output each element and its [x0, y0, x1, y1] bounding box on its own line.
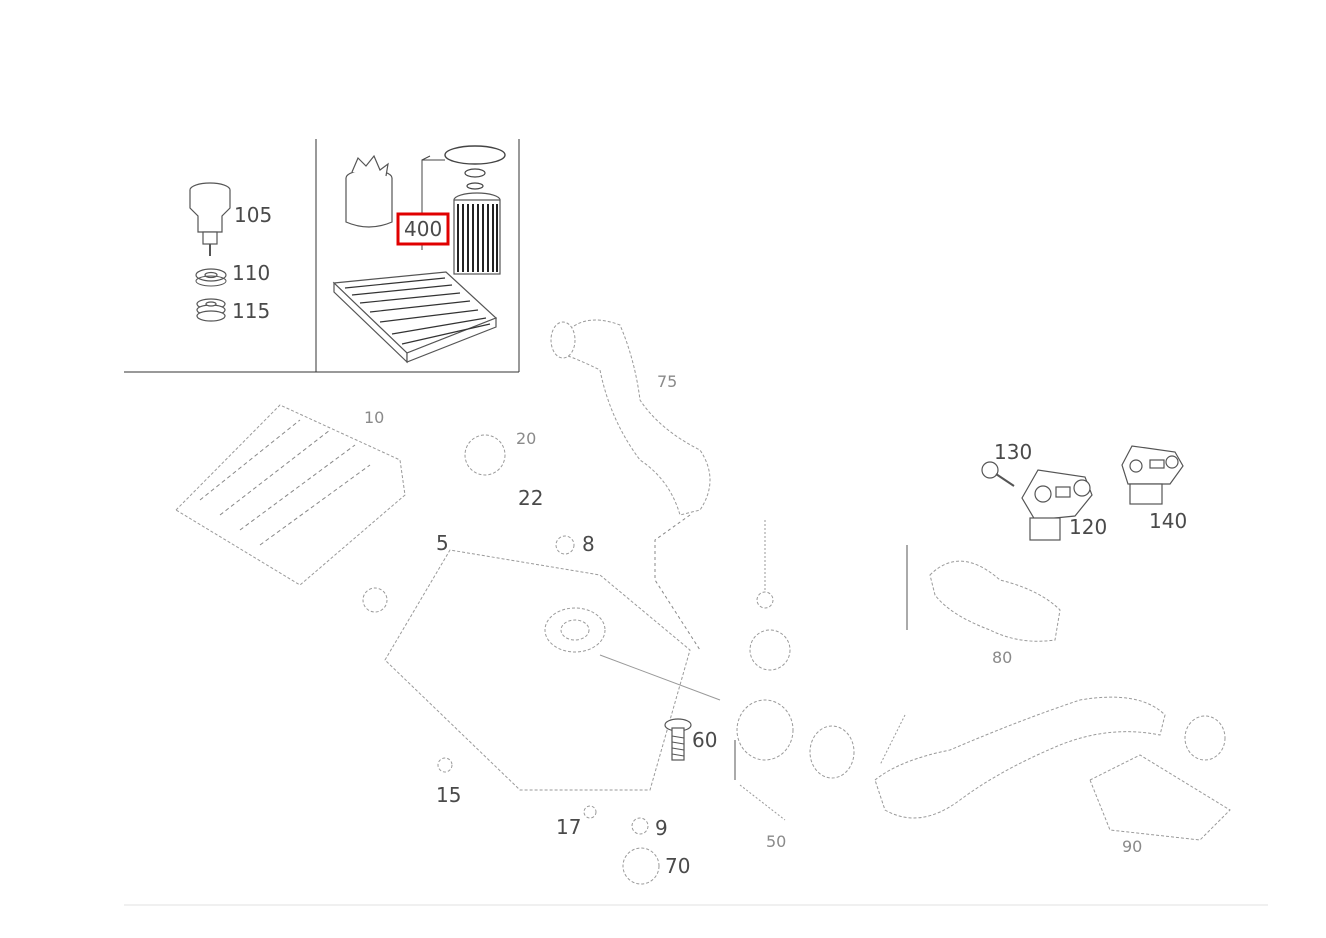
svg-text:10: 10: [364, 408, 384, 427]
callout-130[interactable]: 130: [994, 440, 1032, 464]
callout-17[interactable]: 17: [556, 815, 581, 839]
air-filter-housing-drawing: [384, 549, 721, 791]
callout-70[interactable]: 70: [665, 854, 690, 878]
svg-text:70: 70: [665, 854, 690, 878]
callout-105[interactable]: 105: [234, 203, 272, 227]
callout-20[interactable]: 20: [516, 429, 536, 448]
washer-110-drawing: [195, 268, 227, 287]
callout-8[interactable]: 8: [582, 532, 595, 556]
callout-120[interactable]: 120: [1069, 515, 1107, 539]
callout-50[interactable]: 50: [766, 832, 786, 851]
svg-text:400: 400: [404, 217, 442, 241]
svg-text:120: 120: [1069, 515, 1107, 539]
svg-text:115: 115: [232, 299, 270, 323]
callout-80[interactable]: 80: [992, 648, 1012, 667]
callout-110[interactable]: 110: [232, 261, 270, 285]
svg-text:15: 15: [436, 783, 461, 807]
svg-text:90: 90: [1122, 837, 1142, 856]
svg-text:22: 22: [518, 486, 543, 510]
air-filter-element-drawing: [332, 271, 498, 364]
svg-text:75: 75: [657, 372, 677, 391]
callout-60[interactable]: 60: [692, 728, 717, 752]
intake-manifold-drawing: [175, 404, 406, 586]
callout-10[interactable]: 10: [364, 408, 384, 427]
svg-text:130: 130: [994, 440, 1032, 464]
pressure-sensor-120-drawing: [981, 461, 1093, 541]
oil-filter-cartridge-drawing: [453, 192, 501, 275]
bolt-105-drawing: [189, 182, 231, 256]
callout-75[interactable]: 75: [657, 372, 677, 391]
svg-text:50: 50: [766, 832, 786, 851]
sensor-140-drawing: [1121, 445, 1184, 505]
callout-9[interactable]: 9: [655, 816, 668, 840]
callout-90[interactable]: 90: [1122, 837, 1142, 856]
svg-text:60: 60: [692, 728, 717, 752]
callout-115[interactable]: 115: [232, 299, 270, 323]
inset-frame: [124, 139, 520, 373]
callout-15[interactable]: 15: [436, 783, 461, 807]
svg-text:5: 5: [436, 531, 449, 555]
callout-140[interactable]: 140: [1149, 509, 1187, 533]
svg-text:105: 105: [234, 203, 272, 227]
svg-text:140: 140: [1149, 509, 1187, 533]
svg-text:9: 9: [655, 816, 668, 840]
callout-5[interactable]: 5: [436, 531, 449, 555]
hose-80-drawing: [906, 545, 1061, 642]
intake-hose-75-drawing: [550, 319, 711, 651]
callout-22[interactable]: 22: [518, 486, 543, 510]
svg-text:80: 80: [992, 648, 1012, 667]
bolt-60-drawing: [664, 718, 692, 761]
svg-text:17: 17: [556, 815, 581, 839]
svg-text:20: 20: [516, 429, 536, 448]
svg-text:110: 110: [232, 261, 270, 285]
small-parts-drawing: [362, 434, 855, 885]
callout-400-highlighted[interactable]: 400: [396, 212, 450, 246]
washer-stack-115-drawing: [196, 298, 226, 322]
svg-text:8: 8: [582, 532, 595, 556]
fuel-filter-housing-drawing: [345, 154, 393, 228]
hose-90-drawing: [874, 696, 1231, 841]
